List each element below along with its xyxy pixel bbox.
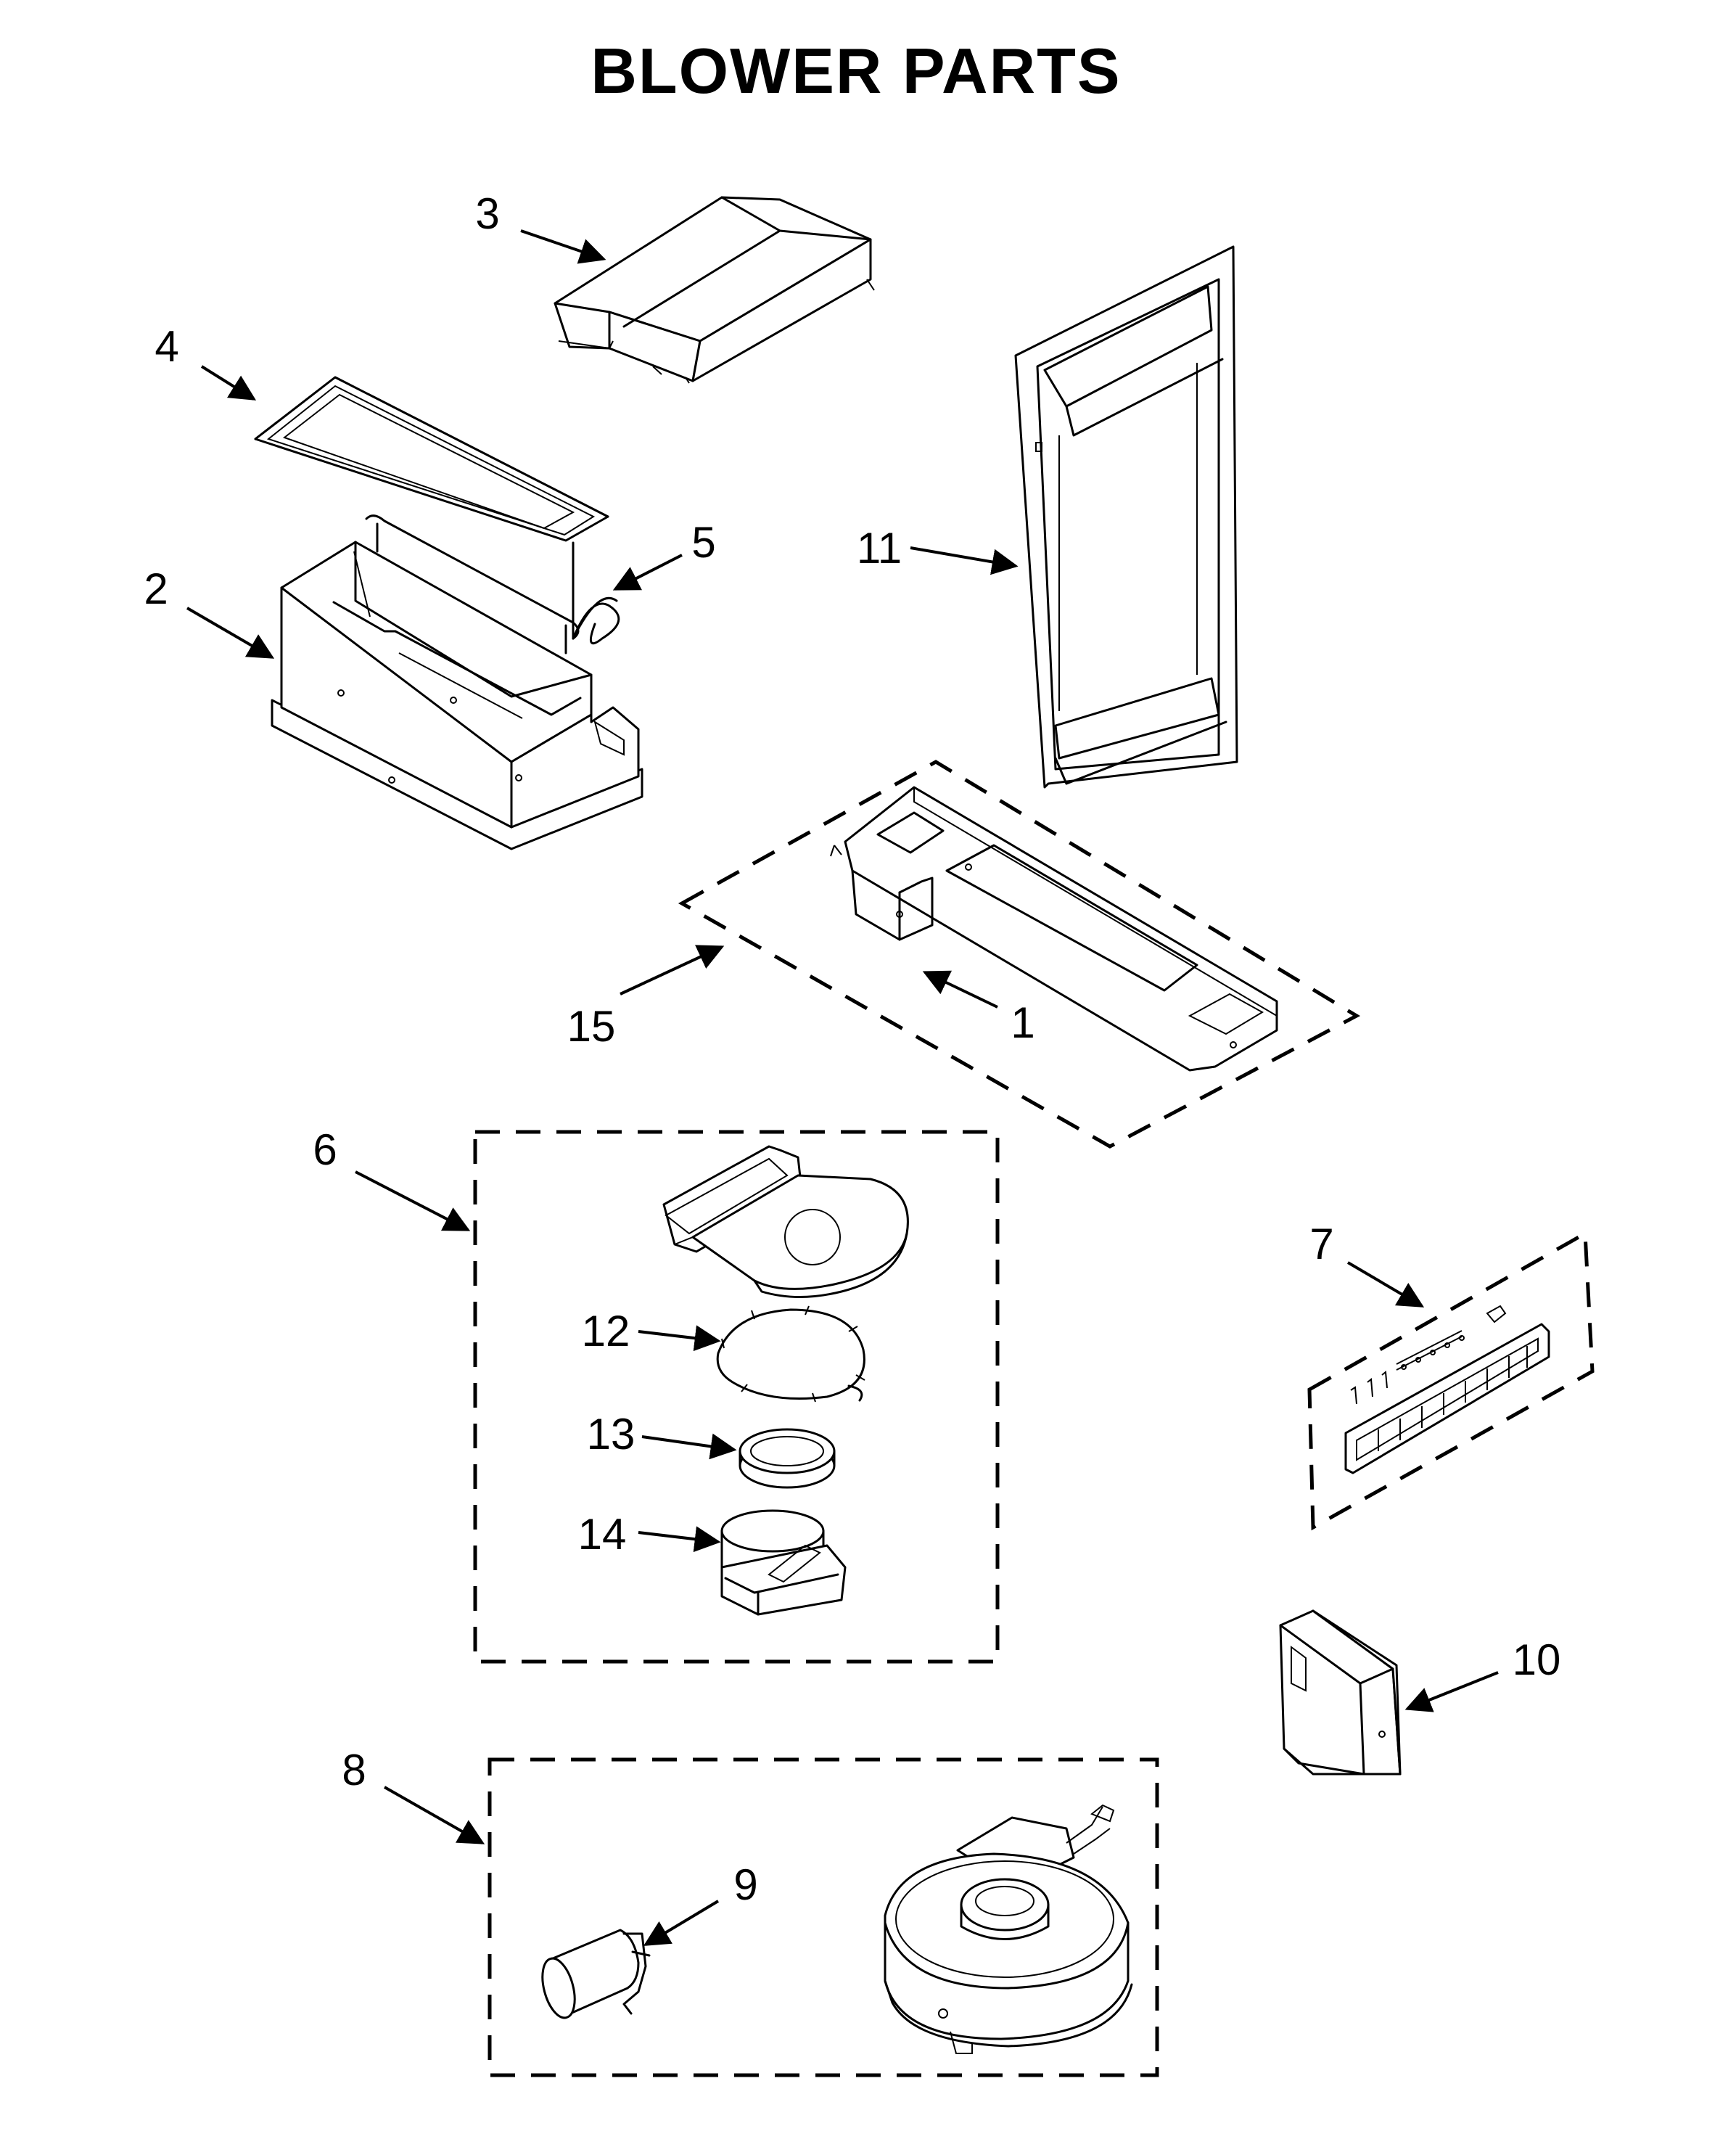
callout-12: 12 xyxy=(582,1307,630,1355)
arrow-12 xyxy=(638,1325,721,1352)
callout-10: 10 xyxy=(1513,1635,1561,1684)
part-9-capacitor xyxy=(541,1929,651,2019)
arrow-5 xyxy=(612,554,683,591)
arrow-6 xyxy=(355,1170,471,1231)
arrow-4 xyxy=(200,365,257,401)
part-4-filter xyxy=(254,376,609,542)
callout-2: 2 xyxy=(144,565,168,613)
arrow-13 xyxy=(641,1433,737,1460)
callout-15: 15 xyxy=(567,1002,616,1051)
part-7-outline xyxy=(1307,1230,1595,1531)
callout-6: 6 xyxy=(313,1125,337,1174)
callout-7: 7 xyxy=(1309,1220,1333,1268)
callout-11: 11 xyxy=(857,524,902,572)
arrow-9 xyxy=(643,1900,720,1946)
part-8-outline xyxy=(488,1757,1159,2077)
arrow-11 xyxy=(910,546,1019,575)
callout-3: 3 xyxy=(475,189,499,238)
arrow-3 xyxy=(520,229,606,264)
arrow-8 xyxy=(384,1786,485,1844)
part-7-grille-and-screws xyxy=(1344,1305,1550,1474)
part-11-frame xyxy=(1014,245,1238,789)
page-title: BLOWER PARTS xyxy=(591,35,1121,107)
arrow-10 xyxy=(1404,1671,1499,1712)
part-1-mount xyxy=(830,786,1278,1072)
part-6-outline xyxy=(473,1130,1000,1664)
part-2-housing xyxy=(271,514,643,850)
arrow-1 xyxy=(922,970,998,1009)
part-8-blower-motor xyxy=(884,1804,1133,2054)
callout-13: 13 xyxy=(587,1410,635,1458)
callout-14: 14 xyxy=(578,1510,627,1559)
part-15-outline xyxy=(678,760,1361,1149)
part-14-collar xyxy=(720,1509,847,1616)
part-3-duct xyxy=(554,196,875,384)
arrow-14 xyxy=(638,1526,721,1553)
callout-5: 5 xyxy=(691,518,715,567)
arrow-2 xyxy=(186,607,275,659)
callout-4: 4 xyxy=(155,322,178,371)
arrow-7 xyxy=(1346,1261,1425,1308)
arrow-15 xyxy=(620,945,725,996)
part-6-duct-assembly xyxy=(662,1145,909,1298)
part-13-gasket xyxy=(739,1428,836,1489)
callout-labels: 3 4 5 2 11 1 15 6 12 13 14 7 10 8 9 xyxy=(144,189,1560,1909)
callout-1: 1 xyxy=(1011,998,1034,1047)
callout-arrows xyxy=(186,229,1499,1946)
part-12-clamp xyxy=(716,1305,865,1403)
callout-9: 9 xyxy=(733,1860,757,1909)
callout-8: 8 xyxy=(342,1746,366,1794)
part-10-cover xyxy=(1279,1609,1402,1776)
part-5-hose xyxy=(572,541,620,645)
